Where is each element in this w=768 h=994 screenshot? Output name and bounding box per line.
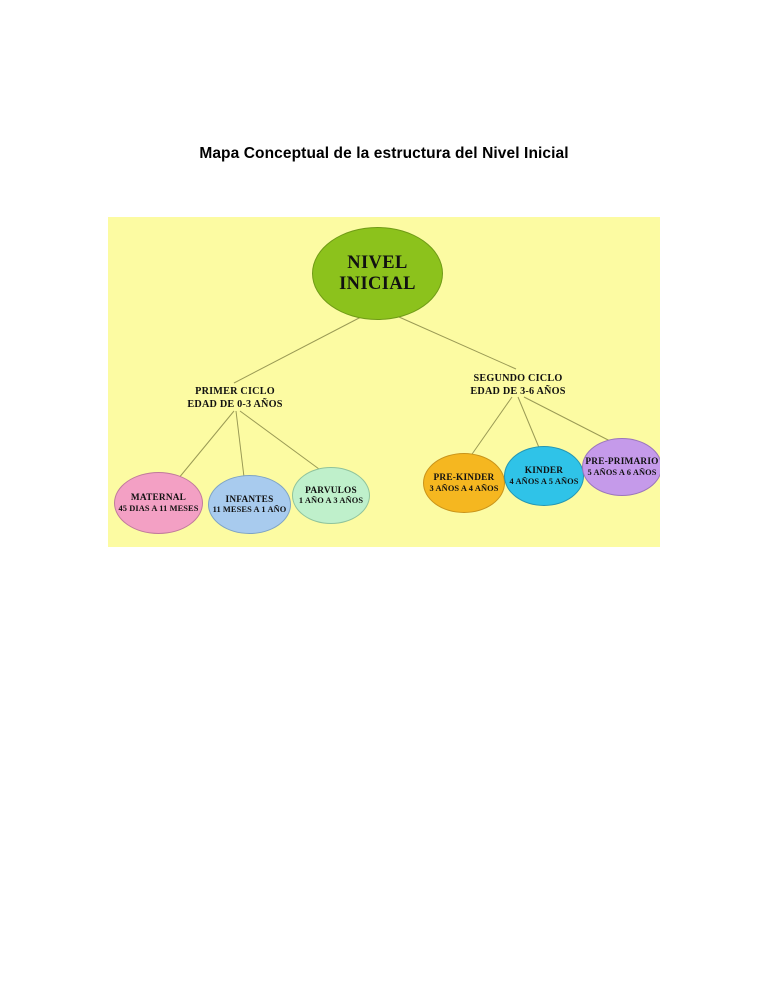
node-parvulos[interactable]: PARVULOS 1 AÑO A 3 AÑOS bbox=[292, 467, 370, 524]
node-infantes[interactable]: INFANTES 11 MESES A 1 AÑO bbox=[208, 475, 291, 534]
node-infantes-range: 11 MESES A 1 AÑO bbox=[212, 505, 287, 514]
edge-primer-to-parvulos bbox=[239, 410, 320, 470]
edge-root-to-primer-ciclo bbox=[233, 316, 362, 384]
connector-lines bbox=[177, 316, 615, 480]
node-maternal-range: 45 DIAS A 11 MESES bbox=[118, 503, 199, 513]
node-nivel-inicial-label: NIVEL INICIAL bbox=[339, 252, 416, 294]
edge-segundo-to-prekinder bbox=[469, 396, 513, 458]
edge-primer-to-maternal bbox=[177, 410, 235, 480]
branch-label-primer-ciclo: PRIMER CICLO EDAD DE 0-3 AÑOS bbox=[160, 385, 310, 411]
node-parvulos-range: 1 AÑO A 3 AÑOS bbox=[298, 496, 364, 505]
edge-segundo-to-preprimario bbox=[523, 396, 615, 444]
node-parvulos-title: PARVULOS bbox=[305, 485, 357, 496]
node-maternal-title: MATERNAL bbox=[130, 493, 187, 504]
branch-primer-ciclo-line2: EDAD DE 0-3 AÑOS bbox=[187, 399, 283, 411]
node-preprimario-title: PRE-PRIMARIO bbox=[585, 457, 659, 468]
concept-map-canvas: NIVEL INICIAL PRIMER CICLO EDAD DE 0-3 A… bbox=[108, 217, 660, 547]
page-title: Mapa Conceptual de la estructura del Niv… bbox=[199, 145, 569, 162]
node-prekinder-title: PRE-KINDER bbox=[433, 473, 495, 484]
node-prekinder[interactable]: PRE-KINDER 3 AÑOS A 4 AÑOS bbox=[423, 453, 505, 513]
edge-segundo-to-kinder bbox=[517, 396, 541, 451]
branch-label-segundo-ciclo: SEGUNDO CICLO EDAD DE 3-6 AÑOS bbox=[438, 372, 598, 398]
node-preprimario-range: 5 AÑOS A 6 AÑOS bbox=[587, 467, 657, 477]
branch-segundo-ciclo-line2: EDAD DE 3-6 AÑOS bbox=[470, 386, 566, 398]
node-prekinder-range: 3 AÑOS A 4 AÑOS bbox=[429, 483, 499, 493]
node-kinder[interactable]: KINDER 4 AÑOS A 5 AÑOS bbox=[504, 446, 584, 506]
node-maternal[interactable]: MATERNAL 45 DIAS A 11 MESES bbox=[114, 472, 203, 534]
node-infantes-title: INFANTES bbox=[225, 494, 274, 505]
node-kinder-range: 4 AÑOS A 5 AÑOS bbox=[509, 476, 579, 486]
node-kinder-title: KINDER bbox=[524, 466, 564, 477]
node-preprimario[interactable]: PRE-PRIMARIO 5 AÑOS A 6 AÑOS bbox=[582, 438, 660, 496]
branch-segundo-ciclo-line1: SEGUNDO CICLO bbox=[473, 373, 563, 384]
edge-primer-to-infantes bbox=[235, 410, 245, 478]
node-nivel-inicial[interactable]: NIVEL INICIAL bbox=[312, 227, 443, 320]
edge-root-to-segundo-ciclo bbox=[398, 316, 517, 370]
branch-primer-ciclo-line1: PRIMER CICLO bbox=[195, 386, 275, 397]
